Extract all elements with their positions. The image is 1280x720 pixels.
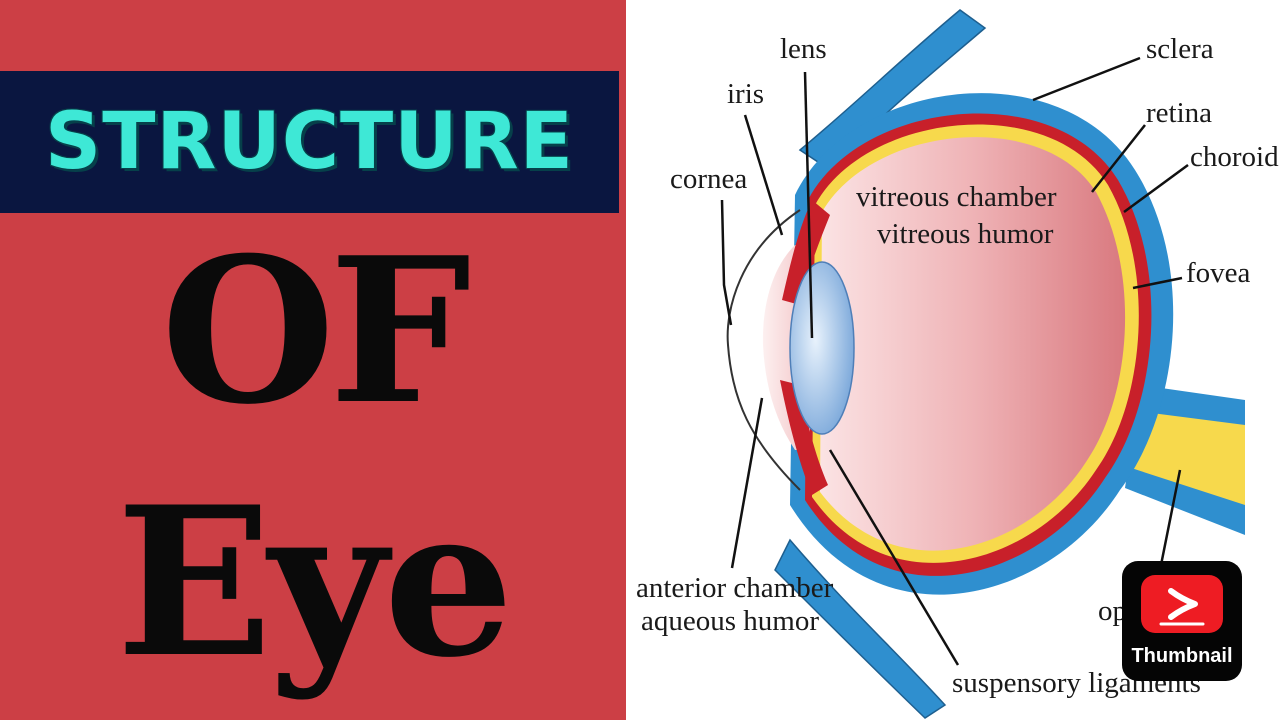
title-banner: STRUCTURE — [0, 71, 619, 213]
lower-muscle-band — [774, 538, 947, 719]
label-anterior-chamber: anterior chamber — [636, 572, 834, 604]
label-fovea: fovea — [1186, 257, 1251, 289]
upper-iris — [782, 200, 830, 305]
label-aqueous-humor: aqueous humor — [641, 605, 819, 637]
fovea-pointer — [1132, 276, 1183, 290]
play-icon — [1159, 588, 1205, 626]
title-of: OF — [160, 214, 471, 449]
label-sclera: sclera — [1146, 33, 1214, 65]
label-choroid: choroid — [1190, 141, 1279, 173]
cornea-outline — [726, 209, 801, 491]
retina-pointer — [1091, 124, 1146, 193]
anterior-pointer — [730, 397, 764, 569]
optic-nerve — [1122, 410, 1245, 505]
iris-pointer — [743, 114, 784, 236]
choroid-pointer — [1123, 163, 1189, 214]
lower-iris — [780, 380, 828, 495]
lens-pointer — [803, 71, 814, 339]
eye-diagram-panel: lens iris cornea sclera retina choroid v… — [626, 0, 1280, 720]
optic-pointer — [1158, 469, 1182, 571]
label-iris: iris — [727, 78, 764, 110]
thumbnail-badge: Thumbnail — [1122, 561, 1242, 681]
title-structure: STRUCTURE — [45, 97, 574, 187]
cornea-pointer — [720, 199, 733, 326]
vitreous-chamber — [820, 137, 1126, 551]
eye-diagram: lens iris cornea sclera retina choroid v… — [636, 9, 1279, 719]
label-cornea: cornea — [670, 163, 747, 195]
label-lens: lens — [780, 33, 827, 65]
title-eye: Eye — [116, 463, 514, 703]
label-vitreous-humor: vitreous humor — [877, 218, 1054, 250]
sclera-pointer — [1032, 56, 1141, 102]
title-panel: STRUCTURE OF Eye — [0, 0, 626, 720]
label-vitreous-chamber: vitreous chamber — [856, 181, 1057, 213]
lens-shape — [789, 261, 855, 435]
label-retina: retina — [1146, 97, 1212, 129]
suspensory-pointer — [828, 449, 960, 666]
thumbnail-badge-label: Thumbnail — [1131, 645, 1233, 667]
play-logo-icon — [1141, 575, 1223, 633]
